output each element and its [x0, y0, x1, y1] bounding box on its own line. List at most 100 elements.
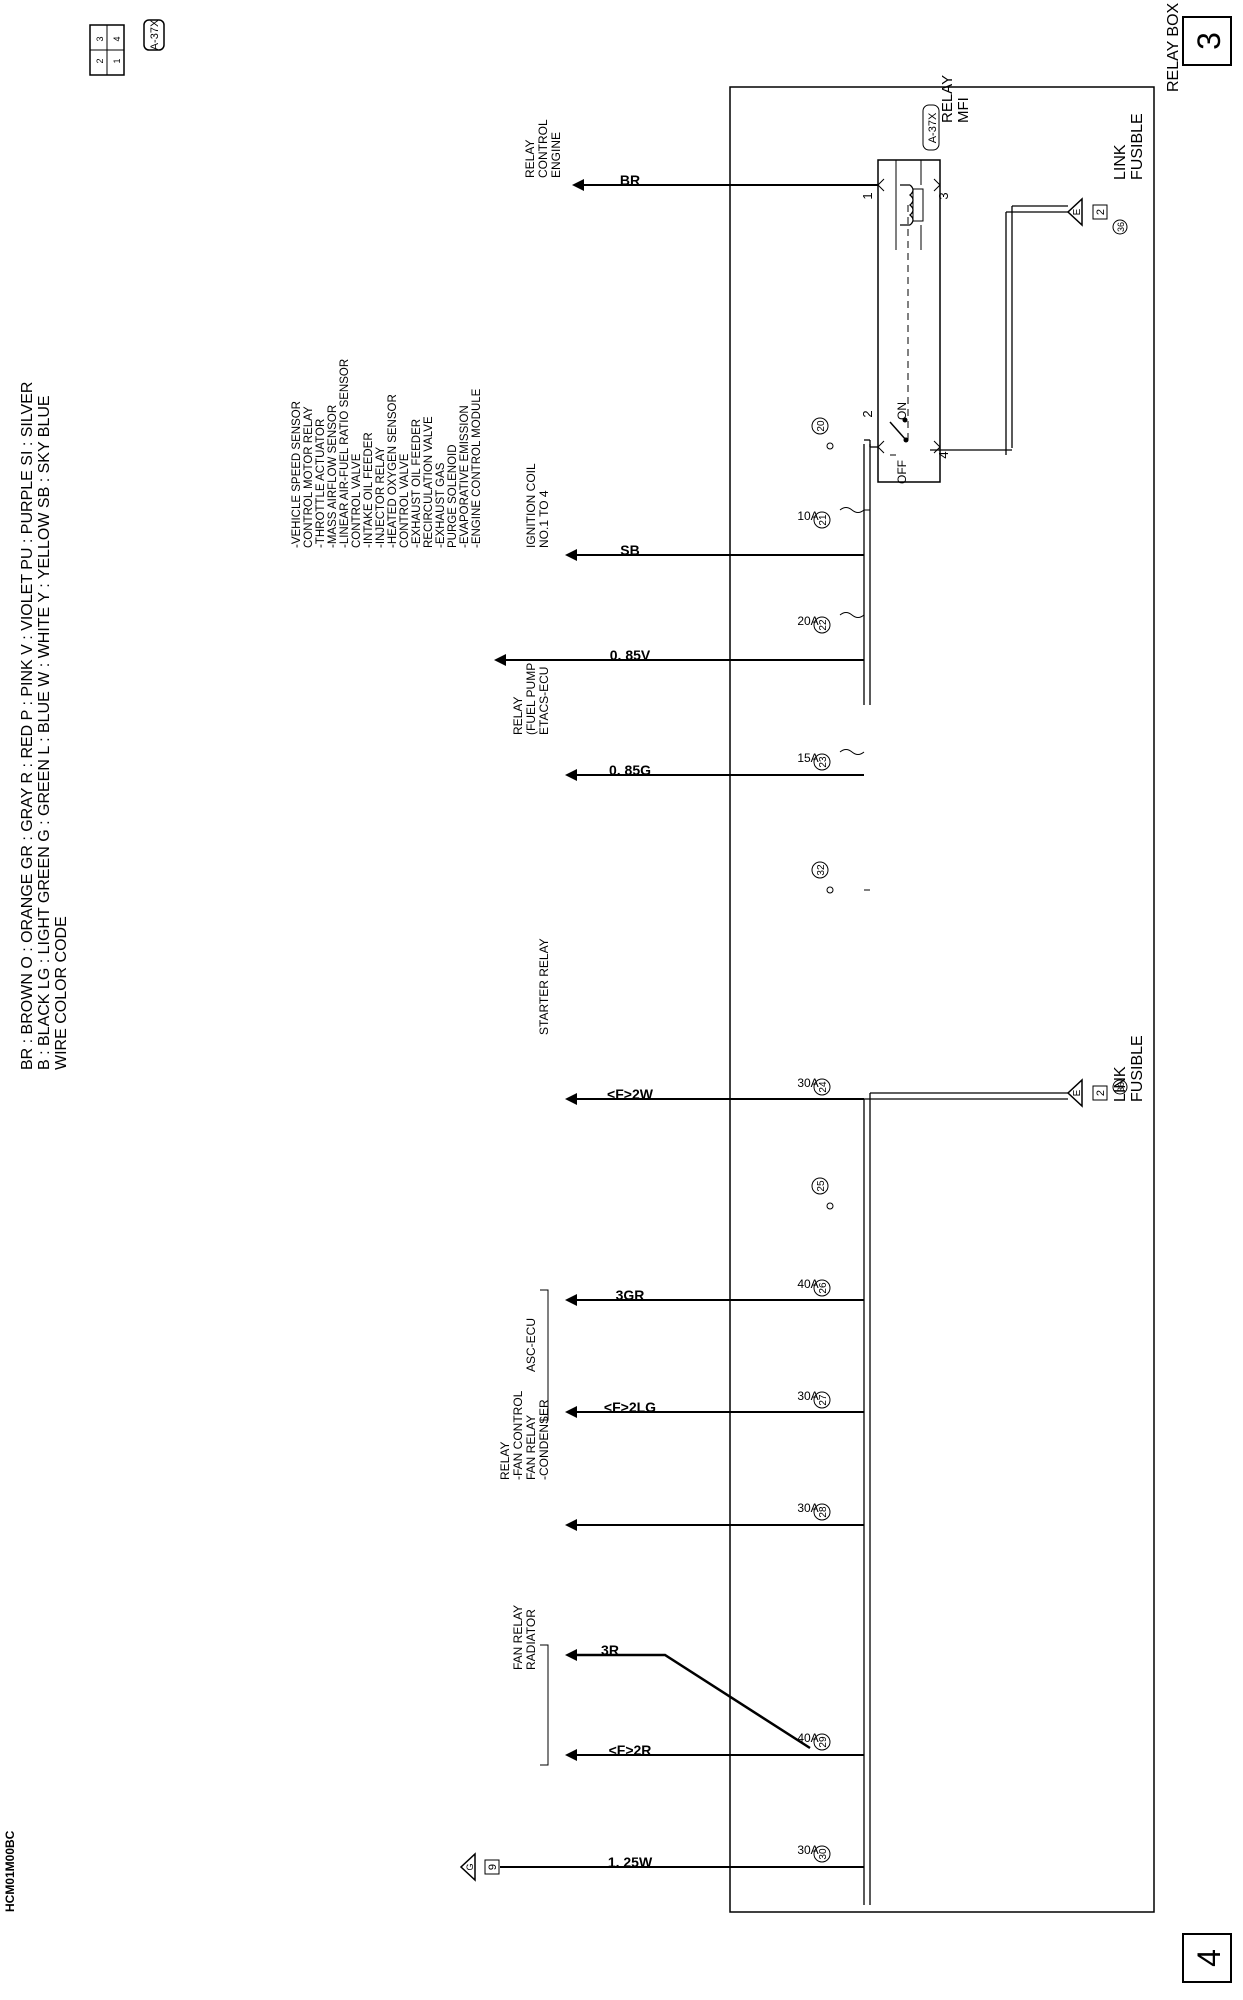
fuse-27: 27 30A <F>2LG [565, 1389, 864, 1418]
svg-text:<F>2W: <F>2W [607, 1086, 654, 1102]
svg-text:LINK: LINK [1112, 144, 1129, 180]
svg-text:E: E [1072, 208, 1083, 215]
svg-text:WIRE COLOR CODE: WIRE COLOR CODE [53, 916, 70, 1070]
circuit-engine-control-relay: BR ENGINE CONTROL RELAY [523, 119, 878, 191]
svg-text:36: 36 [1116, 222, 1126, 232]
fusible-link-bottom: FUSIBLE LINK 36 2 E [1066, 1035, 1146, 1108]
svg-text:4: 4 [1191, 1949, 1227, 1967]
svg-text:1: 1 [860, 192, 875, 199]
svg-text:30A: 30A [797, 1843, 818, 1857]
fuse-29: 29 40A <F>2R 3R [565, 1642, 864, 1761]
feed-wire-top [930, 205, 1068, 455]
svg-text:CONTROL VALVE: CONTROL VALVE [399, 453, 411, 548]
svg-text:-CONDENSER: -CONDENSER [537, 1399, 551, 1480]
ground-reference: 9 G [459, 1852, 500, 1882]
bottom-bus [863, 1092, 1068, 1905]
svg-text:-THROTTLE ACTUATOR: -THROTTLE ACTUATOR [315, 419, 327, 548]
fuse-32: 32 [811, 861, 870, 894]
svg-text:20A: 20A [797, 614, 818, 628]
svg-text:30: 30 [818, 1848, 829, 1860]
svg-text:2: 2 [1095, 209, 1107, 215]
svg-text:2: 2 [860, 410, 875, 417]
svg-text:FAN RELAY: FAN RELAY [524, 1415, 538, 1480]
svg-text:IGNITION COIL: IGNITION COIL [524, 463, 538, 548]
svg-text:3: 3 [936, 192, 951, 199]
svg-text:1. 25W: 1. 25W [608, 1854, 653, 1870]
relay-box-outline [729, 86, 1155, 1913]
svg-text:25: 25 [816, 1180, 827, 1192]
page-number-top: 3 [1182, 16, 1232, 66]
svg-text:-EVAPORATIVE EMISSION: -EVAPORATIVE EMISSION [459, 405, 471, 548]
svg-text:ASC-ECU: ASC-ECU [524, 1318, 538, 1372]
svg-text:30A: 30A [797, 1501, 818, 1515]
svg-text:(FUEL PUMP: (FUEL PUMP [524, 663, 538, 735]
svg-text:2: 2 [95, 58, 105, 63]
svg-text:G: G [465, 1863, 475, 1870]
svg-text:24: 24 [818, 1081, 829, 1093]
svg-text:20: 20 [816, 420, 827, 432]
svg-text:3R: 3R [601, 1642, 619, 1658]
svg-text:-ENGINE CONTROL MODULE: -ENGINE CONTROL MODULE [471, 388, 483, 548]
svg-text:RELAY: RELAY [523, 140, 537, 178]
svg-text:29: 29 [818, 1736, 829, 1748]
svg-text:FUSIBLE: FUSIBLE [1129, 1035, 1146, 1102]
svg-text:<F>2R: <F>2R [609, 1742, 652, 1758]
svg-text:-EXHAUST OIL FEEDER: -EXHAUST OIL FEEDER [411, 419, 423, 548]
svg-text:A-37X: A-37X [927, 112, 939, 143]
svg-text:ENGINE: ENGINE [549, 132, 563, 178]
svg-text:1: 1 [112, 58, 122, 63]
svg-text:3: 3 [95, 36, 105, 41]
svg-text:CONTROL MOTOR RELAY: CONTROL MOTOR RELAY [303, 406, 315, 548]
fuse-25: 25 [811, 1177, 834, 1210]
svg-text:3: 3 [1191, 32, 1227, 50]
fuse-24: 24 30A <F>2W STARTER RELAY [537, 938, 864, 1105]
svg-text:30A: 30A [797, 1389, 818, 1403]
fuse-22: 22 20A 0. 85V -ENGINE CONTROL MODULE -EV… [291, 359, 865, 666]
svg-text:3GR: 3GR [616, 1287, 645, 1303]
figure-code: HCM01M00BC [3, 1830, 17, 1912]
svg-text:36: 36 [1116, 1082, 1126, 1092]
connector-key: A-37X 2 1 3 4 [89, 19, 165, 76]
svg-text:B : BLACK LG : LIGHT GREEN: B : BLACK LG : LIGHT GREEN G : GREEN L :… [36, 395, 53, 1070]
svg-text:15A: 15A [797, 751, 818, 765]
svg-text:RELAY: RELAY [939, 75, 956, 123]
svg-text:FUSIBLE: FUSIBLE [1129, 113, 1146, 180]
page-number-bottom: 4 [1182, 1933, 1232, 1983]
svg-text:4: 4 [112, 36, 122, 41]
svg-text:-VEHICLE SPEED SENSOR: -VEHICLE SPEED SENSOR [291, 401, 303, 548]
svg-text:40A: 40A [797, 1277, 818, 1291]
svg-text:28: 28 [818, 1506, 829, 1518]
svg-text:RELAY: RELAY [511, 697, 525, 735]
svg-text:NO.1 TO 4: NO.1 TO 4 [537, 490, 551, 548]
svg-text:27: 27 [818, 1394, 829, 1406]
svg-text:RADIATOR: RADIATOR [524, 1609, 538, 1670]
svg-text:CONTROL: CONTROL [536, 119, 550, 178]
svg-text:-INTAKE OIL FEEDER: -INTAKE OIL FEEDER [363, 432, 375, 548]
svg-text:40A: 40A [797, 1731, 818, 1745]
svg-text:-FAN CONTROL: -FAN CONTROL [511, 1390, 525, 1480]
svg-text:0. 85V: 0. 85V [610, 647, 651, 663]
svg-text:SB: SB [620, 542, 639, 558]
svg-text:10A: 10A [797, 509, 818, 523]
svg-text:-INJECTOR RELAY: -INJECTOR RELAY [375, 446, 387, 548]
svg-text:26: 26 [818, 1282, 829, 1294]
svg-text:ON: ON [895, 402, 909, 420]
svg-text:FAN RELAY: FAN RELAY [511, 1605, 525, 1670]
fusible-link-top: FUSIBLE LINK 36 2 E [1066, 113, 1146, 235]
svg-text:-HEATED OXYGEN SENSOR: -HEATED OXYGEN SENSOR [387, 394, 399, 548]
svg-text:OFF: OFF [895, 460, 909, 484]
svg-text:-LINEAR AIR-FUEL RATIO SENSOR: -LINEAR AIR-FUEL RATIO SENSOR [339, 359, 351, 548]
main-bus [863, 439, 878, 705]
fuse-28: 28 30A -CONDENSER FAN RELAY -FAN CONTROL… [498, 1390, 864, 1531]
svg-text:9: 9 [487, 1864, 499, 1870]
svg-text:RECIRCULATION VALVE: RECIRCULATION VALVE [423, 416, 435, 548]
svg-text:21: 21 [818, 514, 829, 526]
svg-text:A-37X: A-37X [149, 19, 161, 50]
fuse-30: 30 30A 1. 25W [500, 1843, 864, 1870]
svg-text:ETACS-ECU: ETACS-ECU [537, 667, 551, 735]
svg-text:0. 85G: 0. 85G [609, 762, 651, 778]
relay-box-title: RELAY BOX (ENGINE COMPARTMENT) [1165, 0, 1182, 92]
svg-text:<F>2LG: <F>2LG [604, 1399, 656, 1415]
svg-text:RELAY: RELAY [498, 1442, 512, 1480]
